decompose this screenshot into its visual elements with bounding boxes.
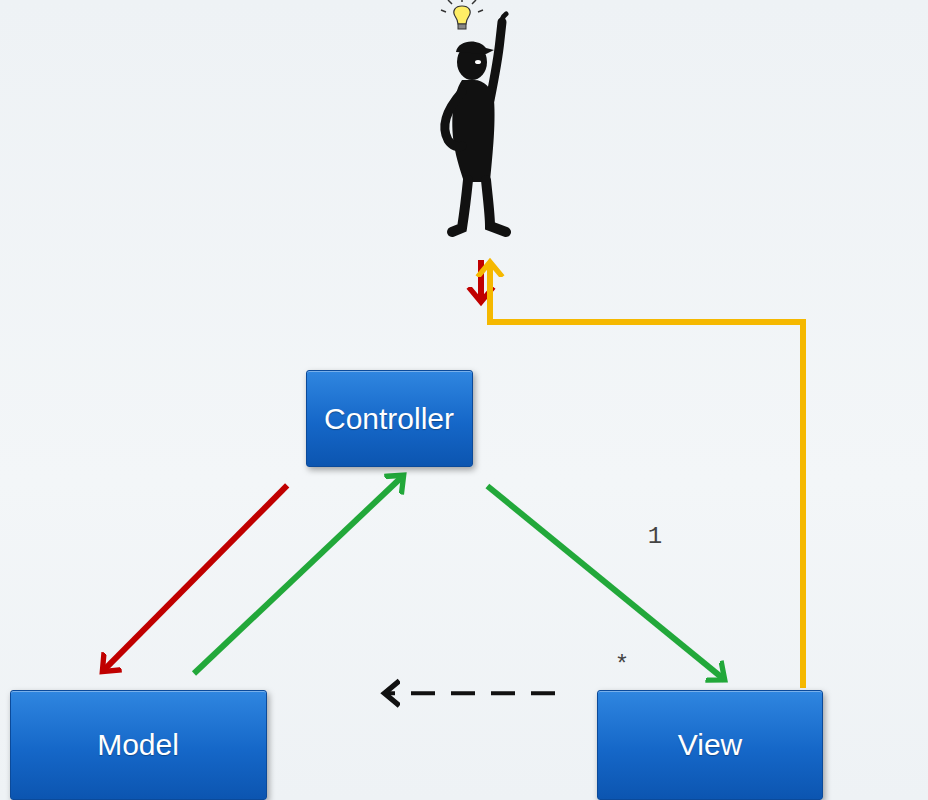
connector-arrow [385, 691, 556, 695]
input-arrow [478, 260, 484, 302]
component-box: View [597, 690, 823, 800]
multiplicity-label: 1 [648, 525, 662, 549]
box-label: View [678, 728, 742, 762]
light-bulb [441, 0, 483, 29]
box-label: Model [97, 728, 179, 762]
output-arrow [490, 262, 803, 688]
connector-arrow [194, 475, 404, 673]
connector-arrow [102, 485, 287, 671]
user-figure [441, 0, 506, 232]
multiplicity-label: * [615, 654, 629, 678]
connector-arrow [487, 486, 724, 680]
component-box: Controller [306, 370, 473, 467]
box-label: Controller [324, 402, 454, 436]
component-box: Model [10, 690, 267, 800]
